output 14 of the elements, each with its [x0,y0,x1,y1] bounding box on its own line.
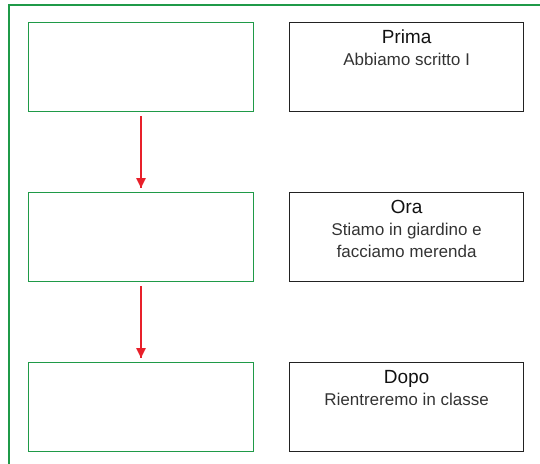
empty-box [28,22,254,112]
empty-box [28,192,254,282]
box-heading: Dopo [384,367,430,389]
arrow [136,116,146,188]
box-heading: Prima [382,27,432,49]
box-heading: Ora [390,197,422,219]
box-text: Abbiamo scritto I [342,49,471,71]
text-box [289,22,524,112]
box-text: Stiamo in giardino e facciamo merenda [330,219,483,263]
arrow [136,286,146,358]
empty-box [28,362,254,452]
box-text: Rientreremo in classe [323,389,490,411]
text-box [289,192,524,282]
text-box [289,362,524,452]
